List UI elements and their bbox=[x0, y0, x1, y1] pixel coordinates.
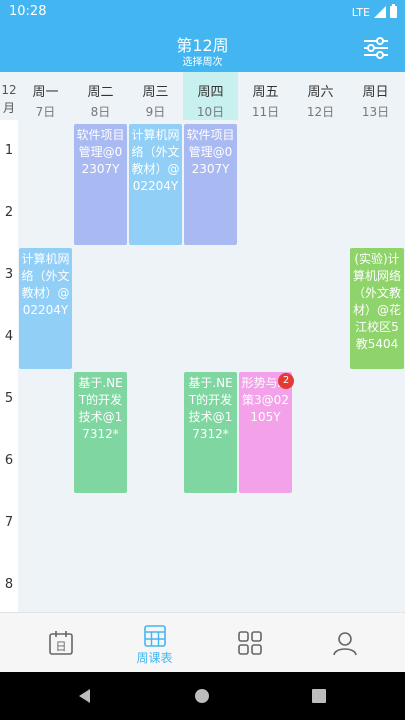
period-number: 2 bbox=[4, 205, 14, 220]
month-label: 12 月 bbox=[0, 72, 18, 120]
day-date: 9日 bbox=[145, 105, 166, 119]
month-number: 12 bbox=[1, 83, 17, 97]
nav-label-week-schedule: 周课表 bbox=[136, 651, 173, 665]
day-header-sun: 周日 13日 bbox=[348, 72, 403, 120]
week-title[interactable]: 第12周 bbox=[176, 36, 229, 55]
period-number: 1 bbox=[4, 143, 14, 158]
course-card-wed-1[interactable]: 计算机网络（外文教材）@02204Y bbox=[129, 124, 182, 245]
select-week-label[interactable]: 选择周次 bbox=[182, 57, 223, 68]
home-icon[interactable] bbox=[192, 686, 212, 706]
course-card-tue-1[interactable]: 软件项目管理@02307Y bbox=[74, 124, 127, 245]
signal-icon bbox=[374, 6, 386, 18]
status-bar: 10:28 LTE bbox=[0, 0, 405, 24]
course-card-mon-3[interactable]: 计算机网络（外文教材）@02204Y bbox=[19, 248, 72, 369]
battery-icon bbox=[390, 4, 397, 18]
day-header-fri: 周五 11日 bbox=[238, 72, 293, 120]
day-date: 13日 bbox=[361, 105, 390, 119]
calendar-day-icon: 日 bbox=[49, 631, 73, 655]
month-unit: 月 bbox=[2, 101, 15, 115]
day-name: 周四 bbox=[197, 85, 224, 100]
day-header-wed: 周三 9日 bbox=[128, 72, 183, 120]
filter-settings-button[interactable] bbox=[363, 36, 389, 60]
week-grid-icon bbox=[144, 625, 166, 647]
day-header-thu-today: 周四 10日 bbox=[183, 72, 238, 120]
day-header-tue: 周二 8日 bbox=[73, 72, 128, 120]
week-header: 12 月 周一 7日 周二 8日 周三 9日 周四 10日 周五 11日 周六 … bbox=[0, 72, 405, 120]
timetable-grid[interactable]: 1 2 3 4 5 6 7 8 软件项目管理@02307Y 计算机网络（外文教材… bbox=[0, 120, 405, 612]
recents-icon[interactable] bbox=[309, 686, 329, 706]
day-name: 周三 bbox=[142, 85, 169, 100]
day-header-sat: 周六 12日 bbox=[293, 72, 348, 120]
course-card-thu-5[interactable]: 基于.NET的开发技术@17312* bbox=[184, 372, 237, 493]
status-icons: LTE bbox=[352, 4, 397, 20]
course-card-fri-5[interactable]: 形势与政策3@02105Y bbox=[239, 372, 292, 493]
profile-icon bbox=[333, 632, 357, 656]
course-card-sun-3[interactable]: (实验)计算机网络（外文教材）@花江校区5教5404 bbox=[350, 248, 404, 369]
period-number: 6 bbox=[4, 453, 14, 468]
nav-tab-today[interactable]: 日 bbox=[10, 613, 111, 673]
period-number: 4 bbox=[4, 329, 14, 344]
period-number: 3 bbox=[4, 267, 14, 282]
nav-tab-profile[interactable] bbox=[294, 613, 395, 673]
back-icon[interactable] bbox=[75, 686, 95, 706]
period-number: 5 bbox=[4, 391, 14, 406]
day-date: 10日 bbox=[196, 105, 225, 119]
day-name: 周一 bbox=[32, 85, 59, 100]
period-number: 8 bbox=[4, 577, 14, 592]
status-time: 10:28 bbox=[9, 4, 47, 19]
day-date: 12日 bbox=[306, 105, 335, 119]
day-date: 8日 bbox=[90, 105, 111, 119]
sliders-icon bbox=[364, 37, 388, 59]
course-card-tue-5[interactable]: 基于.NET的开发技术@17312* bbox=[74, 372, 127, 493]
day-date: 7日 bbox=[35, 105, 56, 119]
day-name: 周六 bbox=[307, 85, 334, 100]
day-name: 周日 bbox=[362, 85, 389, 100]
nav-tab-week-schedule[interactable]: 周课表 bbox=[104, 613, 205, 673]
system-navigation-bar bbox=[0, 672, 405, 720]
day-date: 11日 bbox=[251, 105, 280, 119]
period-number: 7 bbox=[4, 515, 14, 530]
app-bar: 第12周 选择周次 bbox=[0, 24, 405, 72]
bottom-navigation: 日 周课表 bbox=[0, 612, 405, 672]
period-column: 1 2 3 4 5 6 7 8 bbox=[0, 120, 18, 612]
day-name: 周二 bbox=[87, 85, 114, 100]
apps-grid-icon bbox=[238, 631, 262, 655]
network-type: LTE bbox=[351, 5, 370, 19]
nav-tab-apps[interactable] bbox=[199, 613, 300, 673]
day-header-mon: 周一 7日 bbox=[18, 72, 73, 120]
day-name: 周五 bbox=[252, 85, 279, 100]
course-card-thu-1[interactable]: 软件项目管理@02307Y bbox=[184, 124, 237, 245]
svg-text:日: 日 bbox=[56, 640, 67, 653]
overlap-count-badge: 2 bbox=[278, 373, 294, 389]
